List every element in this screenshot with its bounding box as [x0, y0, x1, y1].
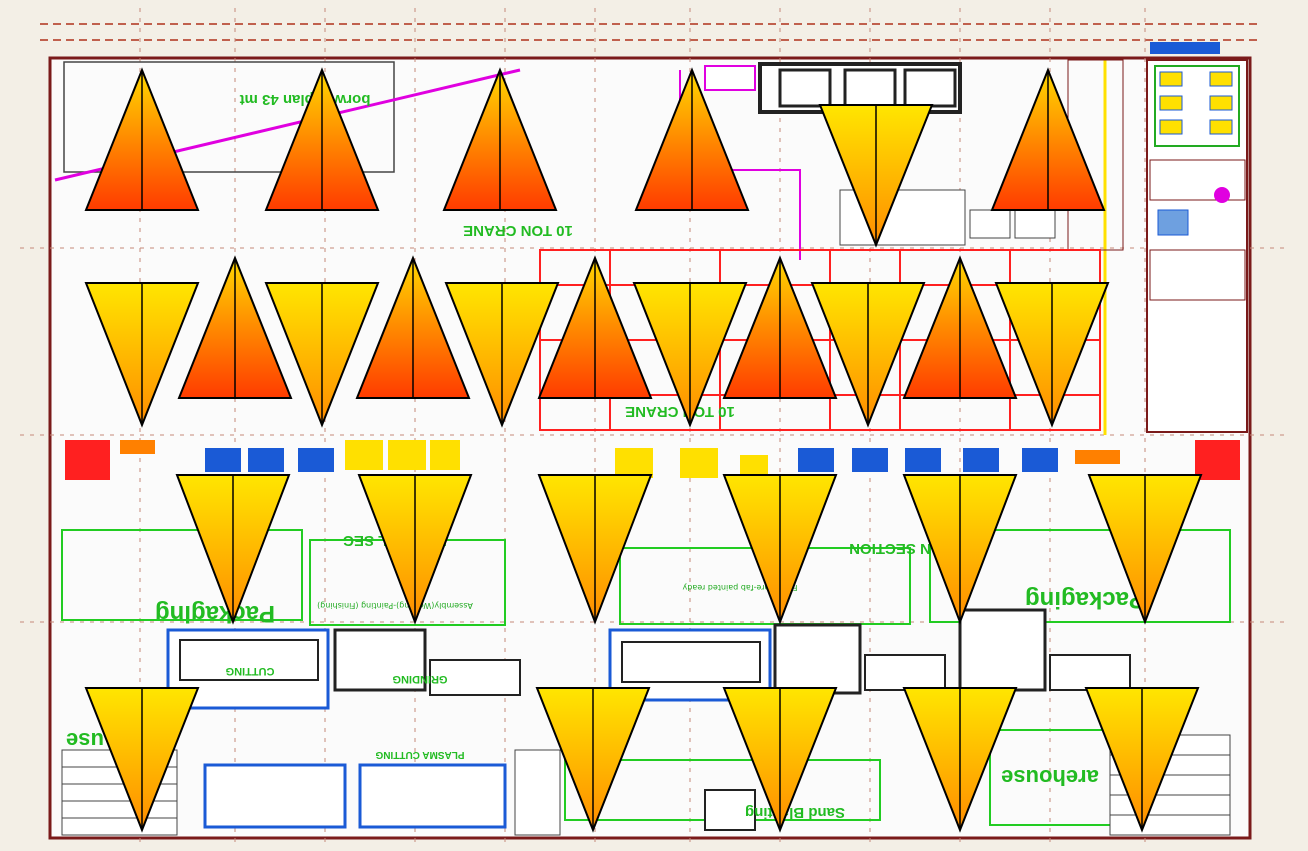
- machine-row: [65, 440, 1240, 480]
- label-packaging-right: Packaging: [1025, 586, 1145, 613]
- label-crane-top: 10 TON CRANE: [463, 222, 573, 239]
- borewell-zone: [63, 61, 395, 173]
- label-note-left: Assembly(Welding)-Painting (Finishing): [317, 601, 473, 610]
- label-crane-mid: 10 TON CRANE: [625, 403, 735, 420]
- cutting-machines: [166, 608, 1131, 831]
- label-warehouse-left: use: [66, 728, 104, 753]
- label-packaging-left: Packaging: [155, 600, 275, 627]
- label-warehouse-right: arehouse: [1001, 765, 1099, 790]
- column-gridlines: [20, 8, 1290, 845]
- highbay-lights: [84, 67, 1203, 833]
- label-sand-blasting: Sand Blasting: [745, 804, 845, 821]
- label-note-right: Finish, pre-fab painted ready: [682, 583, 797, 592]
- label-cutting: CUTTING: [226, 665, 275, 677]
- label-plasma-cutting: PLASMA CUTTING: [375, 749, 464, 760]
- plan-labels: borwell plan 43 mt 10 TON CRANE 10 TON C…: [66, 91, 1145, 821]
- office-block: [1146, 42, 1248, 433]
- label-section-right: N SECTION: [849, 540, 931, 557]
- label-borewell: borwell plan 43 mt: [240, 91, 371, 108]
- label-grinding: GRINDING: [393, 673, 448, 685]
- dimension-line-top: [40, 23, 1260, 41]
